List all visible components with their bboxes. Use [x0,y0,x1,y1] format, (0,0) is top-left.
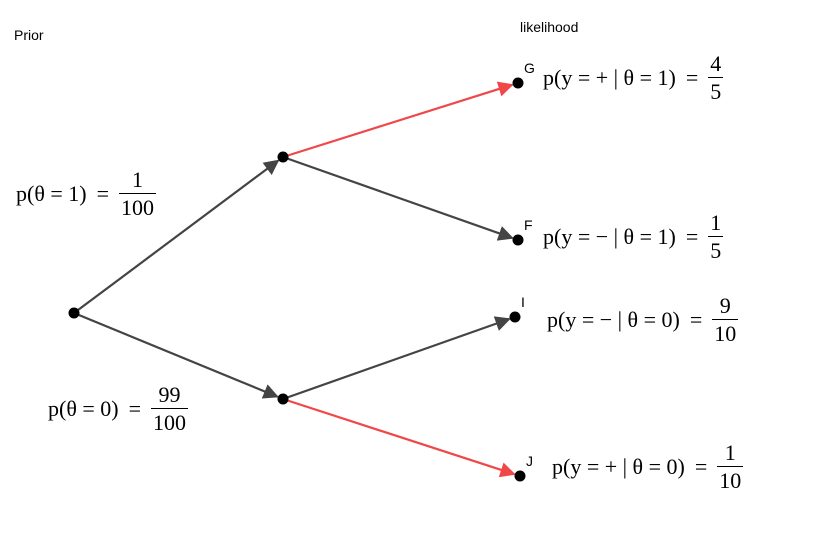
equals-sign: = [694,453,708,479]
likelihood-F-fraction: 1 5 [708,210,724,264]
prior-theta1-lhs: p(θ = 1) [16,180,87,206]
likelihood-G-denominator: 5 [710,79,722,105]
prior-theta0-numerator: 99 [158,382,181,407]
likelihood-J-fraction: 1 10 [717,440,744,494]
prior-theta0-denominator: 100 [153,410,187,436]
prior-theta1-denominator: 100 [121,195,155,221]
likelihood-J-denominator: 10 [719,468,742,494]
edge-lower-I [282,316,511,401]
edge-root-upper [73,159,280,314]
likelihood-I-fraction: 9 10 [712,293,739,347]
likelihood-F-denominator: 5 [710,238,722,264]
likelihood-F-formula: p(y = − | θ = 1) = 1 5 [543,210,724,264]
prior-theta1-numerator: 1 [132,167,144,192]
equals-sign: = [685,64,699,90]
node-label-I: I [521,294,525,310]
node-upper [277,151,289,163]
node-root [68,307,80,319]
edge-root-lower [73,311,279,399]
fraction-bar [708,77,724,79]
prior-theta1-fraction: 1 100 [119,167,157,221]
node-label-F: F [524,217,533,233]
fraction-bar [708,236,724,238]
node-G [512,77,524,89]
node-label-G: G [524,60,535,76]
node-I [509,311,521,323]
edge-upper-F [282,155,514,241]
likelihood-F-lhs: p(y = − | θ = 1) [543,223,676,249]
likelihood-G-fraction: 4 5 [708,51,724,105]
prior-theta0-lhs: p(θ = 0) [48,395,119,421]
equals-sign: = [689,306,703,332]
likelihood-J-formula: p(y = + | θ = 0) = 1 10 [552,440,744,494]
edge-upper-G [282,81,514,159]
edge-lower-J [282,397,516,478]
likelihood-I-numerator: 9 [719,293,731,318]
node-F [512,234,524,246]
likelihood-F-numerator: 1 [710,210,722,235]
node-label-J: J [526,453,533,469]
prior-theta0-formula: p(θ = 0) = 99 100 [48,382,189,436]
likelihood-G-formula: p(y = + | θ = 1) = 4 5 [543,51,724,105]
likelihood-I-lhs: p(y = − | θ = 0) [547,306,680,332]
likelihood-G-numerator: 4 [710,51,722,76]
equals-sign: = [128,395,142,421]
likelihood-I-formula: p(y = − | θ = 0) = 9 10 [547,293,739,347]
likelihood-header: likelihood [520,19,579,35]
likelihood-J-numerator: 1 [724,440,736,465]
likelihood-I-denominator: 10 [714,321,737,347]
fraction-bar [151,408,189,410]
likelihood-G-lhs: p(y = + | θ = 1) [543,64,676,90]
prior-theta0-fraction: 99 100 [151,382,189,436]
nodes: G F I J [68,60,535,482]
equals-sign: = [685,223,699,249]
node-J [514,470,526,482]
prior-theta1-formula: p(θ = 1) = 1 100 [16,167,157,221]
node-lower [277,393,289,405]
fraction-bar [717,466,744,468]
fraction-bar [712,319,739,321]
fraction-bar [119,193,157,195]
prior-header: Prior [14,27,44,43]
equals-sign: = [96,180,110,206]
likelihood-J-lhs: p(y = + | θ = 0) [552,453,685,479]
edges [73,81,516,478]
